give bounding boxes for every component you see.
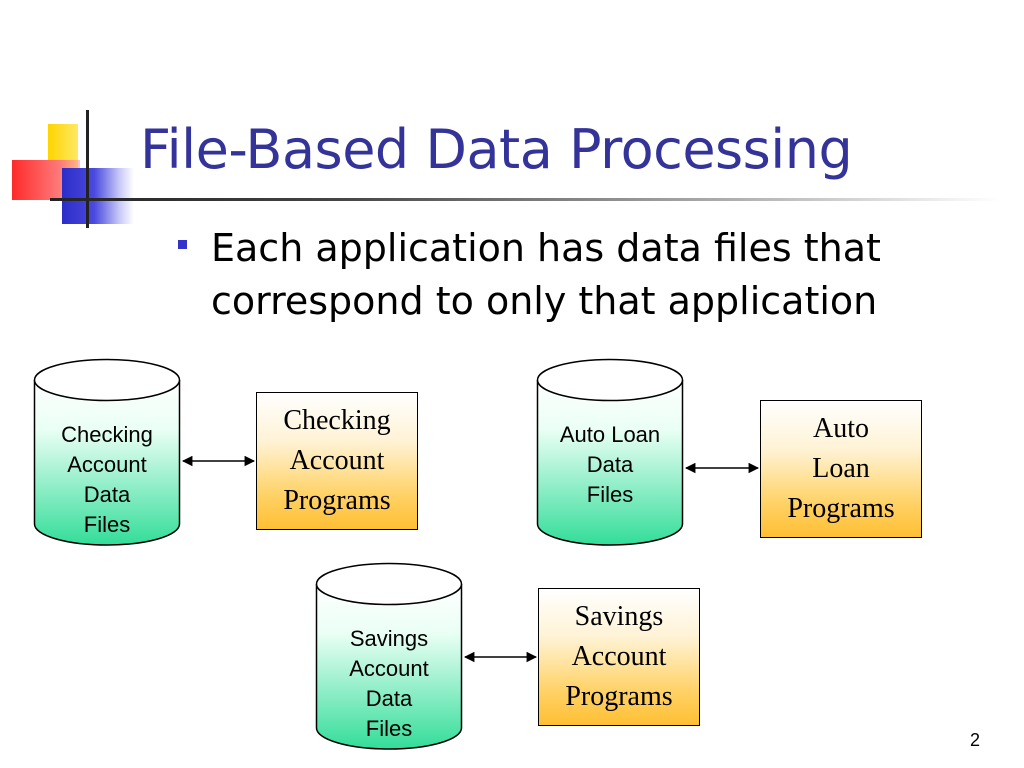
label-line: Account bbox=[571, 641, 667, 672]
bullet-square-icon bbox=[178, 240, 187, 249]
label-line: Programs bbox=[283, 485, 391, 516]
label-line: Files bbox=[586, 482, 634, 507]
decor-blue-square bbox=[62, 168, 134, 224]
data-files-label: Savings Account Data Files bbox=[315, 624, 463, 744]
database-cylinder-icon bbox=[536, 358, 684, 546]
label-line: Loan bbox=[812, 453, 870, 484]
auto-loan-programs-box: Auto Loan Programs bbox=[760, 400, 922, 538]
bullet-line: correspond to only that application bbox=[211, 279, 878, 323]
bullet-line: Each application has data files that bbox=[211, 226, 881, 270]
page-title: File-Based Data Processing bbox=[140, 118, 853, 181]
label-line: Programs bbox=[565, 681, 673, 712]
database-cylinder-icon bbox=[33, 358, 181, 546]
label-line: Data bbox=[83, 482, 131, 507]
bullet-text: Each application has data files that cor… bbox=[211, 222, 971, 328]
page-number: 2 bbox=[969, 730, 980, 750]
label-line: Savings bbox=[349, 626, 429, 651]
label-line: Auto Loan bbox=[559, 422, 661, 447]
data-files-label: Auto Loan Data Files bbox=[536, 420, 684, 510]
label-line: Checking bbox=[283, 405, 391, 436]
label-line: Data bbox=[586, 452, 634, 477]
checking-data-files-cylinder: Checking Account Data Files bbox=[33, 358, 181, 548]
label-line: Files bbox=[83, 512, 131, 537]
label-line: Account bbox=[67, 452, 147, 477]
label-line: Savings bbox=[574, 601, 664, 632]
label-line: Account bbox=[349, 656, 429, 681]
decor-vertical-line bbox=[86, 110, 89, 228]
label-line: Files bbox=[365, 716, 413, 741]
savings-data-files-cylinder: Savings Account Data Files bbox=[315, 562, 463, 752]
label-line: Checking bbox=[61, 422, 153, 447]
title-underline bbox=[50, 198, 1000, 201]
data-files-label: Checking Account Data Files bbox=[33, 420, 181, 540]
label-line: Data bbox=[365, 686, 413, 711]
savings-programs-box: Savings Account Programs bbox=[538, 588, 700, 726]
checking-programs-box: Checking Account Programs bbox=[256, 392, 418, 530]
label-line: Programs bbox=[787, 493, 895, 524]
database-cylinder-icon bbox=[315, 562, 463, 750]
label-line: Auto bbox=[812, 413, 869, 444]
label-line: Account bbox=[289, 445, 385, 476]
auto-loan-data-files-cylinder: Auto Loan Data Files bbox=[536, 358, 684, 548]
